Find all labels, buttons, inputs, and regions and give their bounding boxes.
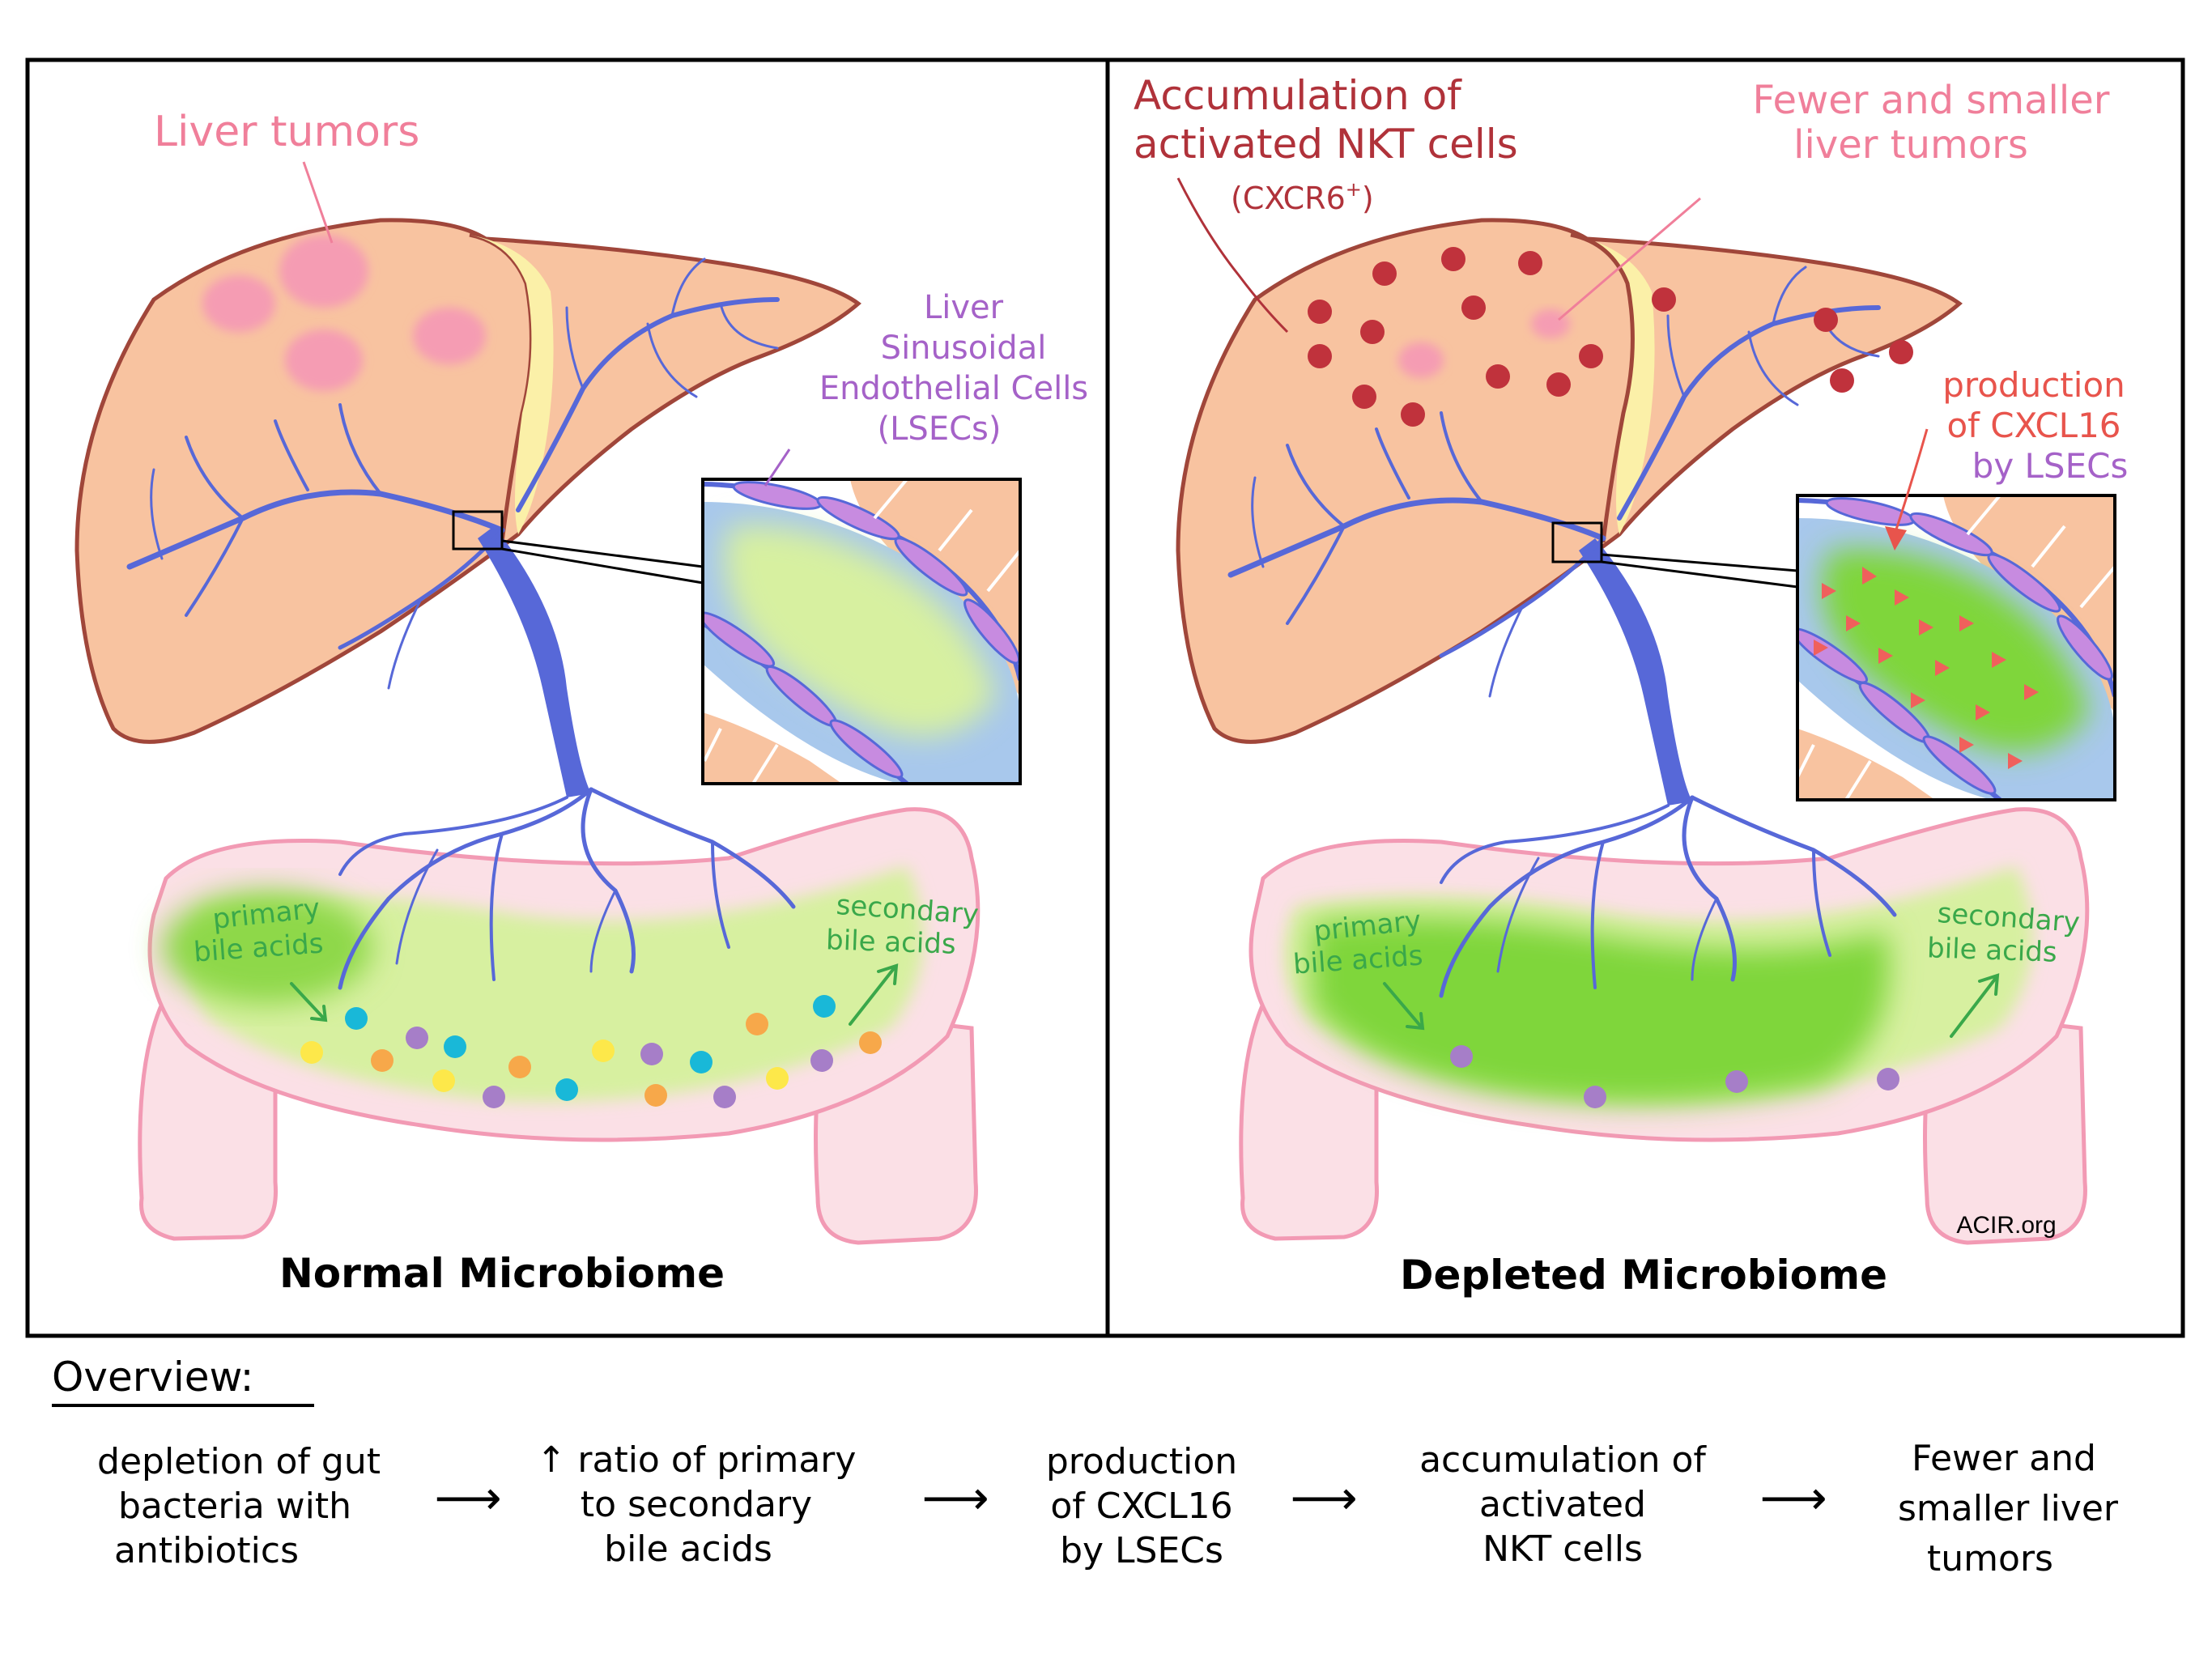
svg-text:liver tumors: liver tumors (1793, 122, 2028, 168)
cxcl16-label: production of CXCL16 by LSECs (1942, 365, 2128, 486)
svg-text:accumulation of: accumulation of (1419, 1439, 1707, 1481)
svg-text:depletion of gut: depletion of gut (97, 1441, 381, 1482)
svg-text:smaller liver: smaller liver (1898, 1488, 2119, 1529)
overview-arrow-1: ⟶ (434, 1470, 501, 1525)
svg-text:antibiotics: antibiotics (114, 1530, 299, 1571)
overview: Overview: depletion of gut bacteria with… (52, 1354, 2119, 1579)
overview-step-2: ↑ ratio of primary to secondary bile aci… (537, 1439, 857, 1570)
svg-text:by LSECs: by LSECs (1972, 446, 2129, 486)
svg-text:Sinusoidal: Sinusoidal (881, 329, 1047, 367)
svg-text:Fewer and smaller: Fewer and smaller (1753, 78, 2110, 123)
bile-acid-particles-left (300, 995, 882, 1108)
sinusoid-inset-left (703, 479, 1020, 784)
right-tumor-label: Fewer and smaller liver tumors (1753, 78, 2110, 168)
sinusoid-inset-right (1797, 495, 2115, 800)
right-panel-title: Depleted Microbiome (1400, 1252, 1887, 1299)
credit-label: ACIR.org (1956, 1212, 2056, 1239)
overview-step-5: Fewer and smaller liver tumors (1898, 1438, 2119, 1579)
left-panel (74, 161, 1022, 1245)
liver-right (1176, 218, 1963, 744)
svg-text:Fewer and: Fewer and (1912, 1438, 2096, 1479)
zoom-box-right (1551, 521, 1603, 563)
svg-text:to secondary: to secondary (581, 1484, 812, 1525)
overview-arrow-4: ⟶ (1759, 1470, 1827, 1525)
svg-text:↑ ratio of primary: ↑ ratio of primary (537, 1439, 857, 1481)
lsec-label: Liver Sinusoidal Endothelial Cells (LSEC… (819, 289, 1088, 448)
svg-text:of CXCL16: of CXCL16 (1050, 1486, 1232, 1527)
cxcl16-triangles (1814, 567, 2039, 769)
svg-text:tumors: tumors (1927, 1538, 2053, 1579)
liver-left (74, 218, 861, 744)
svg-text:NKT cells: NKT cells (1482, 1528, 1643, 1570)
overview-arrow-3: ⟶ (1290, 1470, 1357, 1525)
bile-acid-particles-right (1450, 1045, 1899, 1108)
zoom-box-left (452, 510, 504, 551)
svg-text:Accumulation of: Accumulation of (1134, 72, 1462, 119)
overview-step-3: production of CXCL16 by LSECs (1046, 1441, 1237, 1571)
svg-text:activated: activated (1479, 1484, 1646, 1525)
left-secondary-label: secondary bile acids (825, 889, 980, 961)
overview-step-4: accumulation of activated NKT cells (1419, 1439, 1707, 1570)
left-tumor-label: Liver tumors (154, 108, 419, 156)
svg-text:production: production (1046, 1441, 1237, 1482)
svg-text:bile acids: bile acids (1926, 932, 2057, 969)
nkt-marker-label: (CXCR6+) (1231, 178, 1374, 216)
right-panel (1176, 177, 2116, 1245)
svg-text:Liver: Liver (924, 289, 1004, 326)
vessel-tree-right (1227, 266, 1897, 998)
svg-text:by LSECs: by LSECs (1060, 1530, 1223, 1571)
svg-text:of CXCL16: of CXCL16 (1946, 406, 2121, 445)
overview-arrow-2: ⟶ (921, 1470, 989, 1525)
svg-text:activated NKT cells: activated NKT cells (1134, 121, 1518, 168)
overview-step-1: depletion of gut bacteria with antibioti… (97, 1441, 381, 1571)
svg-text:bile acids: bile acids (825, 924, 956, 961)
svg-text:bacteria with: bacteria with (118, 1486, 351, 1527)
svg-text:bile acids: bile acids (604, 1528, 772, 1570)
right-panel-frame (1105, 57, 2185, 1338)
svg-text:production: production (1942, 365, 2125, 405)
left-panel-title: Normal Microbiome (279, 1250, 725, 1297)
svg-text:Endothelial Cells: Endothelial Cells (819, 370, 1088, 407)
nkt-cells (1308, 247, 1913, 427)
overview-heading: Overview: (52, 1354, 254, 1401)
vessel-tree-left (126, 257, 796, 990)
svg-text:(LSECs): (LSECs) (878, 410, 1002, 448)
nkt-accumulation-label: Accumulation of activated NKT cells (1134, 72, 1518, 168)
colon-left (138, 807, 981, 1245)
